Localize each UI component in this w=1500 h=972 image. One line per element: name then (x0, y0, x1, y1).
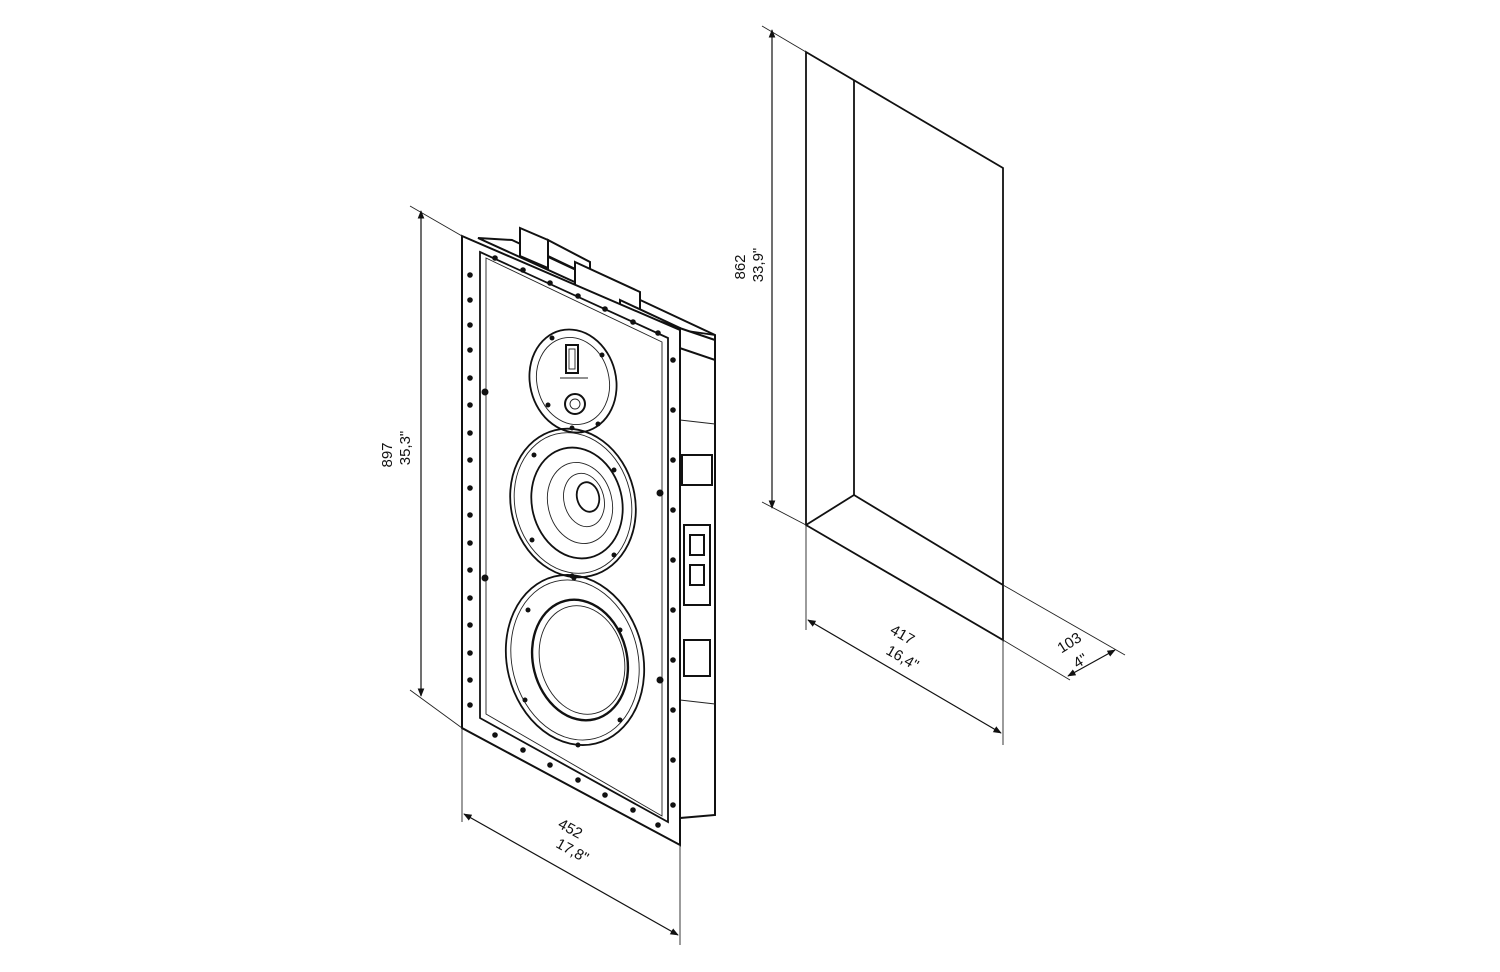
frame-screws (467, 255, 676, 828)
speaker-height-dimension: 897 35,3" (379, 205, 463, 729)
cutout-height-dimension: 862 33,9" (732, 25, 807, 526)
cutout-width-dimension: 417 16,4" (805, 525, 1004, 745)
cutout-depth-in: 4" (1070, 650, 1091, 672)
speaker-height-mm: 897 (379, 442, 396, 467)
midrange-driver (509, 425, 637, 581)
cutout-width-in: 16,4" (883, 642, 921, 674)
speaker-width-in: 17,8" (553, 835, 591, 867)
cutout-depth-dimension: 103 4" (1002, 584, 1126, 681)
speaker-height-in: 35,3" (397, 431, 414, 466)
cutout-height-in: 33,9" (750, 248, 767, 283)
wall-cutout: 862 33,9" 417 16,4" 103 4" (732, 25, 1126, 745)
in-wall-speaker: 897 35,3" 452 17,8" (379, 205, 716, 945)
woofer (504, 573, 646, 748)
cutout-height-mm: 862 (732, 254, 749, 279)
